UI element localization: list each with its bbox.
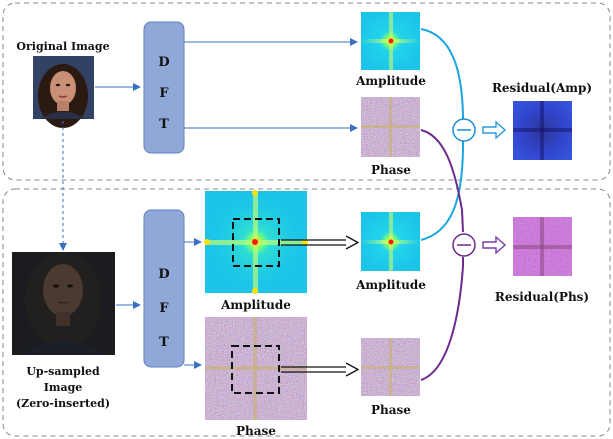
original-image-label: Original Image	[16, 40, 109, 53]
amplitude-image-top	[361, 12, 420, 70]
upsampled-label-line2: Image	[44, 381, 83, 394]
residual-amp-image	[513, 101, 572, 160]
amp-top-curve	[420, 28, 464, 120]
amplitude-crop-box	[232, 218, 280, 267]
top-panel	[2, 2, 611, 181]
amplitude-label-top: Amplitude	[355, 74, 426, 88]
dft-top-letter-f: F	[159, 86, 169, 101]
dft-bottom-letter-t: T	[159, 335, 169, 350]
dft-bottom-letter-d: D	[158, 267, 169, 282]
residual-phs-label: Residual(Phs)	[495, 290, 589, 304]
residual-amp-label: Residual(Amp)	[492, 81, 592, 95]
crop-arrow-amplitude	[281, 235, 360, 250]
amplitude-image-bottom	[361, 212, 420, 271]
phase-image-bottom	[361, 338, 420, 396]
upsampled-image	[12, 252, 115, 355]
phase-label-top: Phase	[371, 163, 411, 177]
dft-top-letter-t: T	[159, 117, 169, 132]
dft-top-letter-d: D	[158, 55, 169, 70]
residual-phs-image	[513, 217, 572, 276]
phase-bottom-curve	[420, 257, 464, 381]
phase-image-large	[205, 317, 307, 420]
amplitude-label-large: Amplitude	[220, 298, 291, 312]
hollow-right-arrow-icon	[482, 120, 507, 140]
minus-circle-icon	[452, 118, 476, 142]
phase-crop-box	[231, 345, 280, 394]
phase-image-top	[361, 97, 420, 157]
minus-circle-icon	[452, 233, 476, 257]
crop-arrow-phase	[281, 362, 360, 377]
hollow-right-arrow-icon	[482, 235, 507, 255]
amp-bottom-curve	[420, 141, 464, 241]
dft-bottom-letter-f: F	[159, 301, 169, 316]
bottom-panel	[2, 188, 611, 437]
dft-block-bottom: D F T	[143, 209, 185, 368]
amplitude-image-large	[204, 190, 308, 294]
dft-block-top: D F T	[143, 21, 185, 154]
phase-top-curve	[420, 129, 464, 233]
original-image	[33, 56, 94, 128]
upsampled-label-line1: Up-sampled	[26, 365, 100, 378]
phase-label-large: Phase	[236, 424, 276, 438]
upsampled-label-line3: (Zero-inserted)	[16, 397, 110, 410]
amplitude-label-bottom: Amplitude	[355, 278, 426, 292]
phase-label-bottom: Phase	[371, 403, 411, 417]
